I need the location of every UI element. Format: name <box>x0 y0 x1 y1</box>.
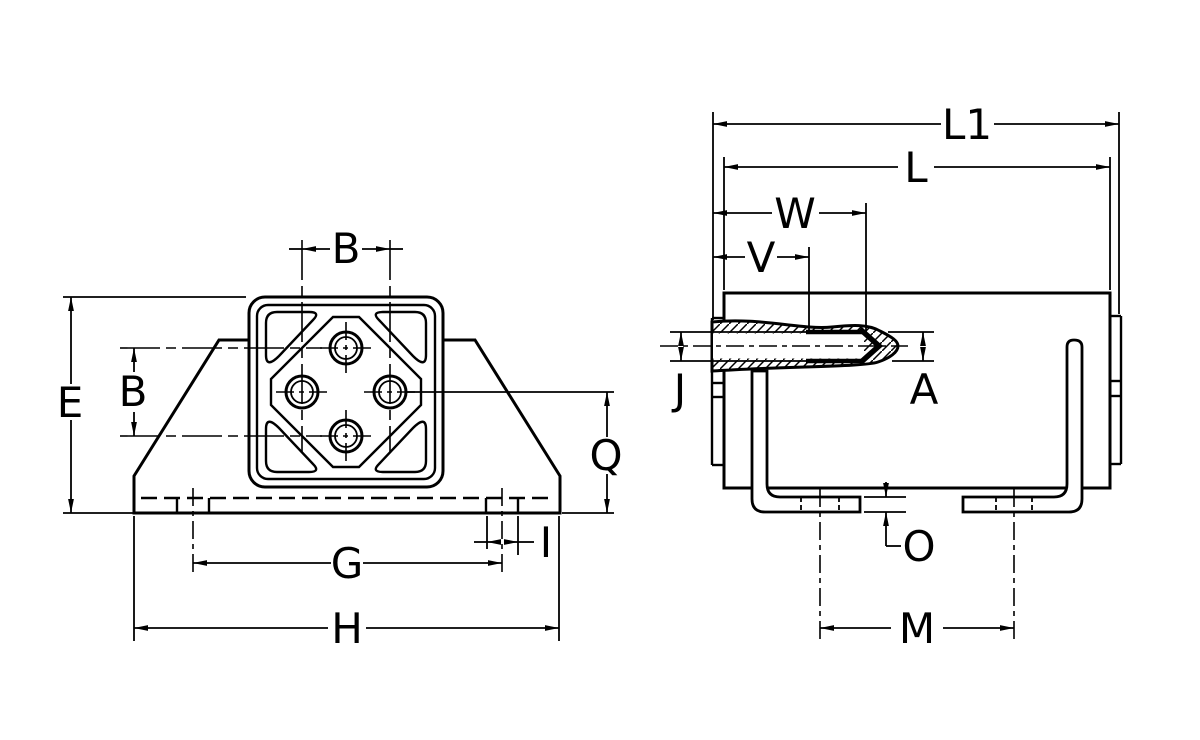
foot-right <box>961 338 1084 514</box>
base-hole-left <box>175 488 211 574</box>
dim-q: Q <box>406 391 623 514</box>
dim-label-j: J <box>671 365 686 414</box>
tongue-section <box>660 319 908 373</box>
dim-label-b-left: B <box>119 367 148 416</box>
dim-j: J <box>670 331 712 414</box>
plate-pocket-bottom-right <box>374 420 428 474</box>
slot-end-chevron <box>858 326 884 366</box>
dim-e: E <box>57 296 246 514</box>
base-hole-right <box>484 488 520 574</box>
dim-label-h: H <box>331 604 363 653</box>
foot-hole-left <box>800 489 840 641</box>
plate-pocket-bottom-left <box>264 420 318 474</box>
dim-m: M <box>820 604 1014 653</box>
dim-label-o: O <box>902 522 935 571</box>
dim-b-top: B <box>289 224 403 452</box>
dim-label-v: V <box>747 233 776 282</box>
dim-h: H <box>133 516 560 653</box>
dim-w: W <box>713 189 867 333</box>
dim-l1: L1 <box>712 100 1120 320</box>
foot-hole-right <box>995 489 1033 641</box>
plate-pocket-top-right <box>374 310 428 364</box>
plate-pocket-top-left <box>264 310 318 364</box>
right-edge-tab <box>1110 314 1123 466</box>
dim-a: A <box>888 331 939 414</box>
dim-label-g: G <box>331 539 364 588</box>
dim-label-a: A <box>910 365 939 414</box>
side-view: L1 L W V J <box>660 100 1123 653</box>
dim-label-m: M <box>899 604 935 653</box>
dim-label-l1: L1 <box>942 100 992 149</box>
dim-label-e: E <box>57 378 84 427</box>
dim-label-b-top: B <box>332 224 361 273</box>
dim-label-w: W <box>774 189 816 238</box>
diamond-boss <box>269 315 423 469</box>
foot-left <box>750 369 862 514</box>
dim-o: O <box>864 482 936 571</box>
dim-b-left: B <box>119 347 322 437</box>
bolt-hole-bottom <box>320 410 372 462</box>
dim-label-i: I <box>540 518 552 567</box>
dim-l: L <box>723 143 1111 290</box>
dim-i: I <box>474 516 552 567</box>
dim-label-q: Q <box>589 431 622 480</box>
bolt-hole-top <box>320 322 372 374</box>
dim-g: G <box>193 539 502 588</box>
front-view: B B E Q G <box>57 224 623 653</box>
dim-v: V <box>713 233 810 333</box>
dim-label-l: L <box>904 143 928 192</box>
